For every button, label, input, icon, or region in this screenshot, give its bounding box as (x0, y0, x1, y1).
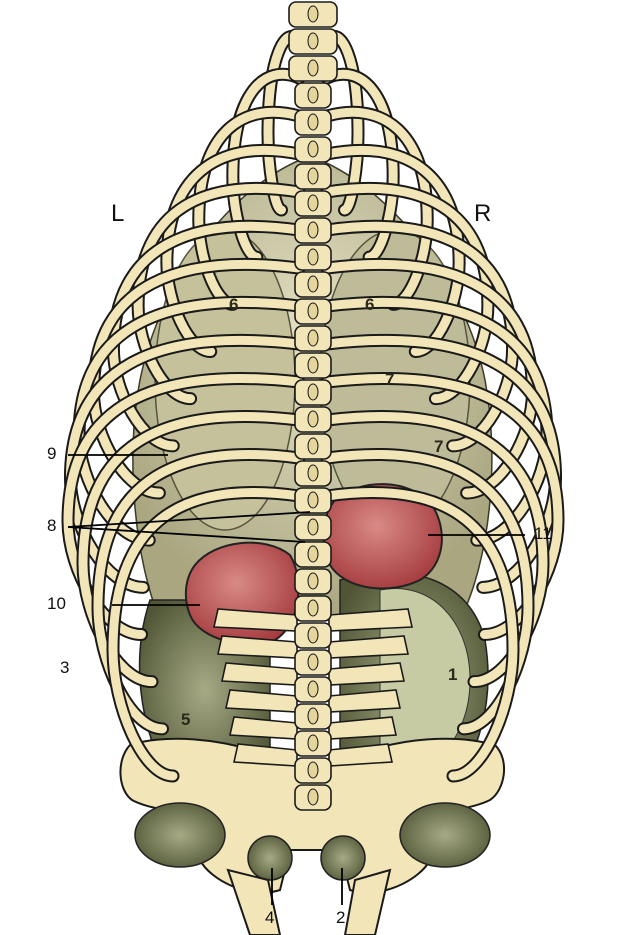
lumbar-transverse-process (328, 716, 397, 740)
spinous-process (307, 194, 319, 212)
spinous-process (307, 248, 319, 266)
right-femur (343, 868, 392, 935)
left-femur (226, 868, 282, 935)
spinous-process (307, 59, 319, 77)
spinous-process (307, 383, 319, 401)
right-pelvic-muscle (399, 802, 491, 868)
spinous-process (307, 545, 319, 563)
label-3: 3 (60, 658, 70, 677)
label-7-b: 7 (434, 437, 444, 456)
spinous-process (307, 221, 319, 239)
spinous-process (307, 680, 319, 698)
callout-leader-lines (67, 454, 525, 905)
lumbar-transverse-process (328, 743, 393, 767)
spinous-process (307, 140, 319, 158)
spinous-process (307, 761, 319, 779)
right-side-label: R (474, 200, 492, 227)
label-10: 10 (47, 594, 66, 613)
rib (108, 488, 304, 781)
spinous-process (307, 491, 319, 509)
rib (322, 488, 518, 781)
label-6-right: 6 (365, 295, 375, 314)
lumbar-transverse-process (217, 635, 298, 659)
label-5: 5 (181, 710, 191, 729)
spinous-process (307, 626, 319, 644)
spinous-process (307, 410, 319, 428)
label-6-left: 6 (229, 295, 239, 314)
spinous-process (307, 275, 319, 293)
lumbar-transverse-process (233, 743, 298, 767)
femoral-head-left (247, 835, 293, 881)
spinous-process (307, 464, 319, 482)
spinous-process (307, 113, 319, 131)
vertebral-column (213, 1, 413, 811)
spinous-process (307, 707, 319, 725)
spinous-process (307, 302, 319, 320)
label-9: 9 (47, 444, 57, 463)
spinous-process (307, 329, 319, 347)
label-7-a: 7 (385, 370, 395, 389)
spinous-process (307, 734, 319, 752)
label-1: 1 (448, 665, 458, 684)
rib (133, 183, 304, 404)
lumbar-transverse-process (221, 662, 298, 686)
rib (263, 31, 304, 215)
lumbar-transverse-process (225, 689, 298, 713)
rib (228, 69, 304, 262)
left-side-label: L (111, 200, 125, 227)
left-pelvic-muscle (134, 802, 226, 868)
spinous-process (307, 653, 319, 671)
rib (322, 31, 363, 215)
spinous-process (307, 437, 319, 455)
femoral-head-right (320, 835, 366, 881)
rib (322, 69, 398, 262)
spinous-process (307, 5, 319, 23)
spinous-process (307, 599, 319, 617)
rib-cage (61, 29, 565, 783)
rib (322, 183, 493, 404)
spinous-process (307, 32, 319, 50)
spinous-process (307, 518, 319, 536)
label-11: 11 (534, 524, 552, 543)
label-4: 4 (265, 908, 275, 927)
spinous-process (307, 167, 319, 185)
label-8: 8 (47, 516, 57, 535)
spinous-process (307, 788, 319, 806)
spinous-process (307, 572, 319, 590)
label-2: 2 (336, 908, 346, 927)
spinous-process (307, 356, 319, 374)
spinous-process (307, 86, 319, 104)
lumbar-transverse-process (229, 716, 298, 740)
